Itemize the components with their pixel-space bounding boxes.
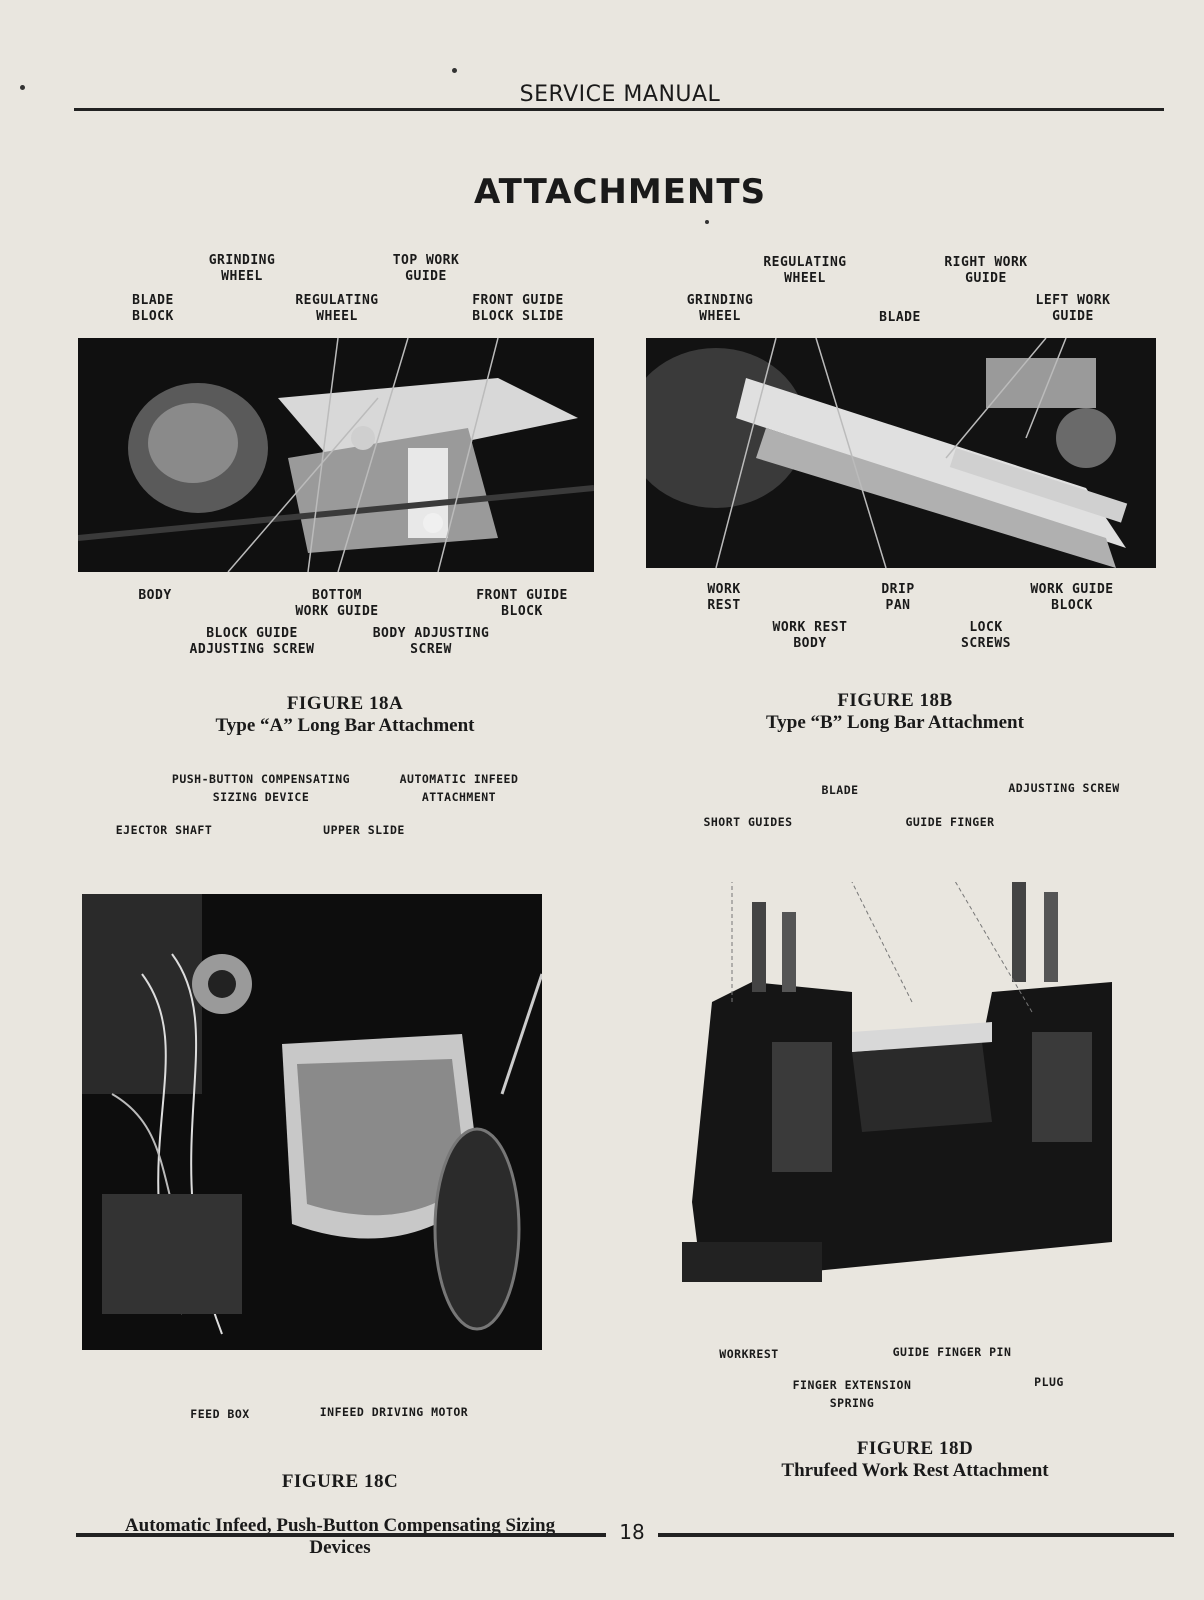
label-blade-d: BLADE [821, 783, 859, 797]
label-body-a: BODY [138, 588, 172, 603]
caption-figure-18b: FIGURE 18B Type “B” Long Bar Attachment [700, 690, 1090, 734]
speck [705, 220, 709, 224]
label-left-work-guide-b: LEFT WORK GUIDE [1035, 293, 1111, 324]
caption-text-18d: Thrufeed Work Rest Attachment [781, 1460, 1049, 1481]
label-drip-pan-b: DRIP PAN [881, 582, 915, 613]
label-guide-finger-pin-d: GUIDE FINGER PIN [892, 1345, 1012, 1359]
label-short-guides-d: SHORT GUIDES [703, 815, 793, 829]
label-adjusting-screw-d: ADJUSTING SCREW [1008, 781, 1120, 795]
photo-figure-18a [78, 338, 594, 572]
label-ejector-shaft-c: EJECTOR SHAFT [115, 823, 213, 837]
speck [20, 85, 25, 90]
label-work-guide-block-b: WORK GUIDE BLOCK [1030, 582, 1114, 613]
footer-rule-left [76, 1533, 606, 1537]
photo-figure-18b [646, 338, 1156, 568]
speck [452, 68, 457, 73]
label-front-guide-block-slide-a: FRONT GUIDE BLOCK SLIDE [472, 293, 564, 324]
label-blade-block-a: BLADE BLOCK [132, 293, 174, 324]
label-push-button-c: PUSH-BUTTON COMPENSATING SIZING DEVICE [171, 772, 351, 804]
label-feed-box-c: FEED BOX [190, 1407, 250, 1421]
label-body-adjusting-screw-a: BODY ADJUSTING SCREW [372, 626, 490, 657]
label-workrest-d: WORKREST [719, 1347, 779, 1361]
label-right-work-guide-b: RIGHT WORK GUIDE [944, 255, 1028, 286]
label-grinding-wheel-b: GRINDING WHEEL [686, 293, 754, 324]
footer-rule-right [658, 1533, 1174, 1537]
caption-number-18c: FIGURE 18C [281, 1471, 399, 1492]
label-lock-screws-b: LOCK SCREWS [961, 620, 1011, 651]
label-upper-slide-c: UPPER SLIDE [323, 823, 405, 837]
caption-figure-18a: FIGURE 18A Type “A” Long Bar Attachment [150, 693, 540, 737]
running-header: SERVICE MANUAL [519, 82, 721, 107]
label-automatic-infeed-c: AUTOMATIC INFEED ATTACHMENT [399, 772, 519, 804]
label-infeed-driving-motor-c: INFEED DRIVING MOTOR [319, 1405, 469, 1419]
caption-text-18c: Automatic Infeed, Push-Button Compensati… [124, 1515, 556, 1558]
label-plug-d: PLUG [1034, 1375, 1064, 1389]
caption-number-18a: FIGURE 18A [286, 693, 404, 714]
label-blade-b: BLADE [879, 310, 921, 325]
label-grinding-wheel-a: GRINDING WHEEL [208, 253, 276, 284]
caption-number-18d: FIGURE 18D [856, 1438, 974, 1459]
label-regulating-wheel-a: REGULATING WHEEL [295, 293, 379, 324]
caption-number-18b: FIGURE 18B [837, 690, 953, 711]
caption-figure-18d: FIGURE 18D Thrufeed Work Rest Attachment [720, 1438, 1110, 1482]
caption-figure-18c: FIGURE 18C Automatic Infeed, Push-Button… [70, 1449, 610, 1581]
photo-figure-18c [82, 894, 542, 1350]
label-work-rest-body-b: WORK REST BODY [772, 620, 848, 651]
caption-text-18a: Type “A” Long Bar Attachment [215, 715, 475, 736]
label-work-rest-b: WORK REST [707, 582, 741, 613]
page-title: ATTACHMENTS [473, 172, 767, 212]
caption-text-18b: Type “B” Long Bar Attachment [766, 712, 1024, 733]
photo-figure-18d [672, 882, 1140, 1322]
label-front-guide-block-a: FRONT GUIDE BLOCK [476, 588, 568, 619]
label-finger-extension-spring-d: FINGER EXTENSION SPRING [792, 1378, 912, 1410]
label-top-work-guide-a: TOP WORK GUIDE [392, 253, 460, 284]
page-number: 18 [619, 1520, 645, 1544]
label-block-guide-adjusting-screw-a: BLOCK GUIDE ADJUSTING SCREW [189, 626, 315, 657]
label-guide-finger-d: GUIDE FINGER [905, 815, 995, 829]
header-rule [74, 108, 1164, 111]
label-bottom-work-guide-a: BOTTOM WORK GUIDE [295, 588, 379, 619]
label-regulating-wheel-b: REGULATING WHEEL [763, 255, 847, 286]
